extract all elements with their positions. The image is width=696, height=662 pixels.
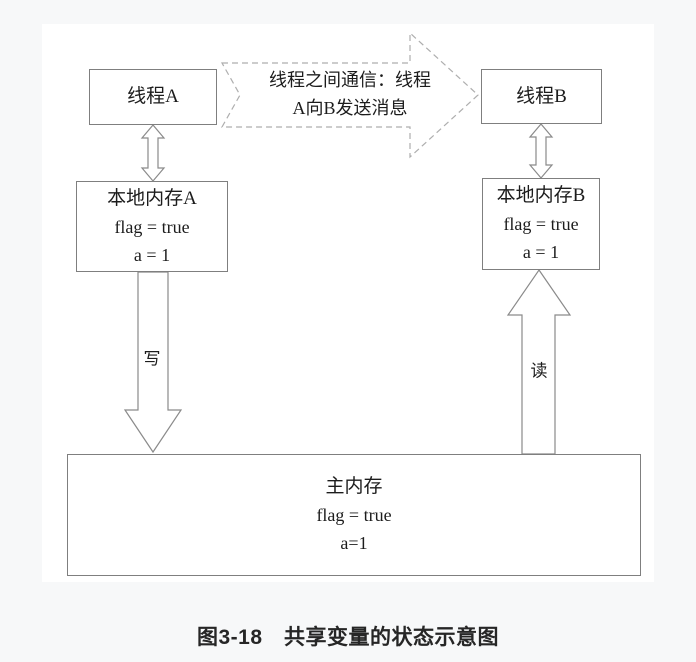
local-memory-b-var2: a = 1 — [522, 242, 560, 262]
bidirectional-arrow-b — [528, 123, 554, 179]
thread-a-label: 线程A — [127, 86, 179, 107]
main-memory-title: 主内存 — [325, 476, 383, 497]
local-memory-b-var1: flag = true — [503, 214, 579, 234]
message-arrow-line1: 线程之间通信：线程 — [269, 70, 431, 90]
message-arrow-text: 线程之间通信：线程 A向B发送消息 — [240, 66, 460, 122]
thread-b-box: 线程B — [481, 69, 602, 124]
write-label: 写 — [143, 349, 161, 369]
message-arrow-line2: A向B发送消息 — [292, 98, 408, 118]
local-memory-a-box: 本地内存A flag = true a = 1 — [76, 181, 228, 272]
local-memory-b-box: 本地内存B flag = true a = 1 — [482, 178, 600, 270]
read-label: 读 — [530, 361, 548, 381]
local-memory-a-var2: a = 1 — [133, 244, 171, 265]
bidirectional-arrow-a — [140, 124, 166, 182]
main-memory-box: 主内存 flag = true a=1 — [67, 454, 641, 576]
diagram-panel: 线程A 线程B 线程之间通信：线程 A向B发送消息 本地内存A flag = t… — [42, 24, 654, 582]
figure-caption: 图3-18 共享变量的状态示意图 — [196, 626, 500, 649]
main-memory-var1: flag = true — [316, 505, 392, 525]
thread-a-box: 线程A — [89, 69, 217, 125]
local-memory-a-title: 本地内存A — [107, 187, 197, 209]
thread-b-label: 线程B — [516, 85, 567, 107]
main-memory-var2: a=1 — [340, 533, 368, 553]
message-arrow-shape — [220, 31, 479, 159]
local-memory-a-var1: flag = true — [114, 216, 190, 237]
local-memory-b-title: 本地内存B — [496, 185, 586, 206]
